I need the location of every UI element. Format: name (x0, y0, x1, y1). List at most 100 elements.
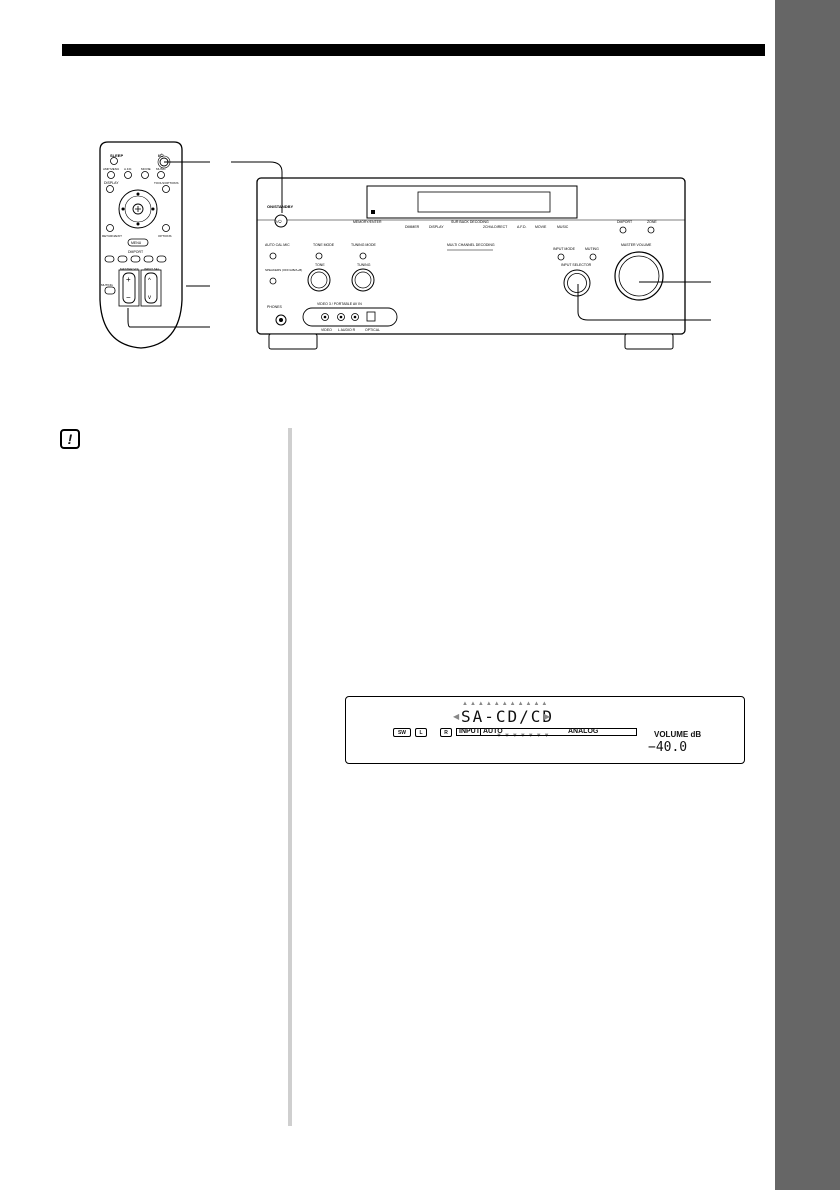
remote-amp-menu-button (107, 171, 115, 179)
remote-menu-button (127, 238, 149, 247)
caution-icon: ! (60, 429, 80, 449)
receiver-multichannel-label: MULTI CHANNEL DECODING (447, 243, 495, 247)
receiver-surback-label: SUR BACK DECODING (451, 220, 489, 224)
receiver-music-label: MUSIC (557, 225, 569, 229)
receiver-2ch-label: 2CH/A.DIRECT (483, 225, 508, 229)
volume-label: VOLUME dB (654, 730, 702, 739)
receiver-tuning-label: TUNING (357, 263, 371, 267)
remote-options-label: OPTIONS (158, 234, 172, 238)
receiver-power-button (274, 214, 288, 228)
receiver-input-selector-label: INPUT SELECTOR (561, 263, 592, 267)
receiver-dmport-button (619, 226, 627, 234)
section-tab (775, 0, 840, 1190)
remote-afd-label: A.F.D. (124, 167, 132, 171)
remote-vol-plus: + (126, 275, 131, 284)
receiver-dmport-label: DMPORT (617, 220, 633, 224)
remote-amp-menu-label: AMP MENU (103, 167, 119, 171)
remote-tools-label: TOOLS/OPTIONS (154, 181, 178, 185)
input-indicator: INPUT (459, 728, 480, 735)
remote-afd-button (124, 171, 132, 179)
receiver-muting-label: MUTING (585, 247, 599, 251)
remote-transport-3 (130, 255, 141, 263)
remote-vol-minus: − (126, 293, 131, 302)
remote-options-button (162, 224, 170, 232)
remote-control-illustration: SLEEP I/⏻ AMP MENU A.F.D. MOVIE MUSIC DI… (99, 141, 183, 349)
auto-indicator: AUTO (480, 728, 503, 736)
remote-sleep-label: SLEEP (110, 153, 123, 158)
remote-movie-button (141, 171, 149, 179)
receiver-phones-label: PHONES (267, 305, 282, 309)
remote-sleep-button (110, 157, 118, 165)
receiver-power-label: ?/⏻ (275, 219, 282, 224)
receiver-on-standby-label: ON/STANDBY (267, 204, 293, 209)
receiver-movie-label: MOVIE (535, 225, 547, 229)
blinking-arrow-right-icon: ▶ (544, 712, 551, 721)
remote-music-button (157, 171, 165, 179)
remote-up-icon (136, 192, 140, 196)
receiver-display-label: DISPLAY (429, 225, 444, 229)
receiver-audio-label: L AUDIO R (338, 328, 356, 332)
receiver-autocal-label: AUTO CAL MIC (265, 243, 290, 247)
receiver-portable-av-panel (302, 307, 398, 327)
receiver-dimmer-label: DIMMER (405, 225, 420, 229)
blinking-arrows-top: ▲▲▲▲▲▲▲▲▲▲▲ (462, 701, 550, 707)
receiver-master-volume-label: MASTER VOLUME (621, 243, 652, 247)
remote-sel-down: v (148, 295, 151, 301)
remote-muting-label: MUTING (101, 283, 113, 287)
remote-display-button (106, 185, 114, 193)
receiver-zone-button (647, 226, 655, 234)
input-name: SA-CD/CD (461, 707, 555, 726)
receiver-speakers-button (269, 277, 277, 285)
receiver-foot-right (624, 333, 674, 350)
remote-tools-button (162, 185, 170, 193)
remote-master-volume-rocker (122, 272, 136, 304)
remote-sel-up: ^ (148, 278, 151, 284)
remote-master-vol-label: MASTER VOL (120, 267, 140, 271)
receiver-autocal-jack (269, 252, 277, 260)
remote-return-label: RETURN/EXIT (102, 234, 122, 238)
title-rule (62, 44, 765, 56)
receiver-video-label: VIDEO (321, 328, 332, 332)
remote-power-label: I/⏻ (158, 153, 164, 158)
analog-indicator: ANALOG (568, 728, 599, 735)
remote-transport-1 (104, 255, 115, 263)
volume-value: −40.0 (648, 740, 688, 755)
receiver-input-mode-button (557, 253, 565, 261)
receiver-tone-label: TONE (315, 263, 325, 267)
receiver-tuning-mode-label: TUNING MODE (351, 243, 377, 247)
remote-music-label: MUSIC (156, 167, 167, 171)
blinking-arrow-left-icon: ◀ (453, 712, 460, 721)
indicator-l: L (415, 728, 427, 737)
receiver-tone-mode-label: TONE MODE (313, 243, 335, 247)
remote-power-button (159, 157, 169, 167)
receiver-tuning-mode-button (359, 252, 367, 260)
remote-movie-label: MOVIE (141, 167, 151, 171)
receiver-foot-left (268, 333, 318, 350)
receiver-front-panel-illustration: ON/STANDBY ?/⏻ MEMORY/ENTER DIMMER DISPL… (256, 177, 686, 350)
receiver-afd-label: A.F.D. (517, 225, 527, 229)
receiver-video-in-label: VIDEO 3 / PORTABLE AV IN (317, 302, 362, 306)
remote-input-sel-rocker (144, 272, 158, 304)
remote-return-button (106, 224, 114, 232)
indicator-r: R (440, 728, 452, 737)
receiver-input-mode-label: INPUT MODE (553, 247, 576, 251)
column-divider (288, 428, 292, 1126)
input-indicator-bar (456, 728, 637, 736)
remote-left-icon (121, 207, 125, 211)
front-panel-display: SW L R ▲▲▲▲▲▲▲▲▲▲▲ ◀ SA-CD/CD ▶ ▼▼▼▼▼▼▼ … (345, 696, 745, 764)
receiver-speakers-label: SPEAKERS (OFF/A/B/A+B) (265, 268, 302, 272)
remote-transport-5 (156, 255, 167, 263)
receiver-muting-button (589, 253, 597, 261)
receiver-optical-label: OPTICAL (365, 328, 380, 332)
remote-transport-4 (143, 255, 154, 263)
remote-input-sel-label: INPUT SEL (144, 267, 160, 271)
blinking-arrows-bottom: ▼▼▼▼▼▼▼ (496, 733, 552, 739)
remote-menu-label: MENU (131, 241, 142, 245)
remote-dmport-label: DMPORT (128, 250, 144, 254)
receiver-zone-label: ZONE (647, 220, 657, 224)
receiver-tone-mode-button (315, 252, 323, 260)
remote-display-label: DISPLAY (104, 181, 119, 185)
receiver-memory-label: MEMORY/ENTER (353, 220, 382, 224)
remote-down-icon (136, 222, 140, 226)
remote-transport-2 (117, 255, 128, 263)
